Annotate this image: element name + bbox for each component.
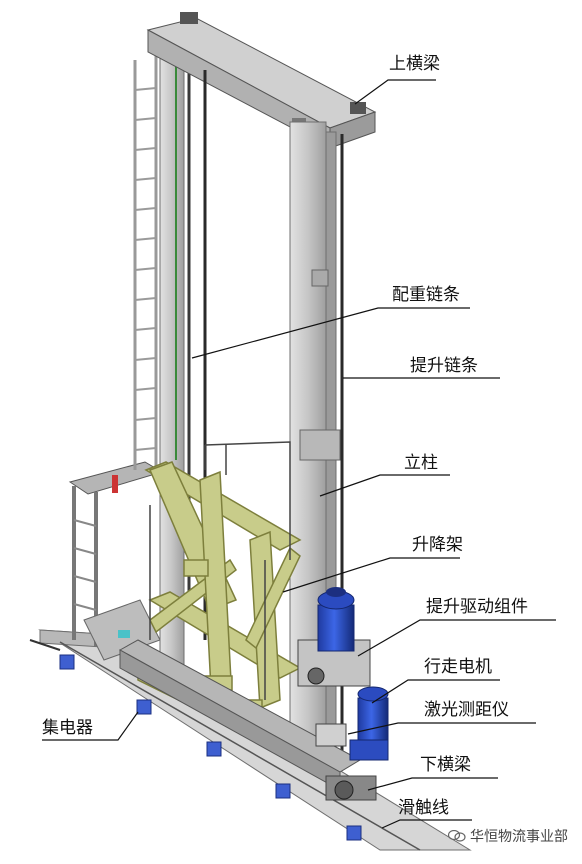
label-lift-chain: 提升链条 xyxy=(410,356,478,376)
lift-frame-cage xyxy=(149,441,291,700)
label-bottom-beam: 下横梁 xyxy=(420,755,471,775)
label-top-beam: 上横梁 xyxy=(389,54,440,74)
label-counterweight-chain: 配重链条 xyxy=(392,285,460,305)
wechat-icon xyxy=(447,829,466,842)
label-lift-frame: 升降架 xyxy=(412,535,463,555)
travel-motor xyxy=(349,686,389,761)
bottom-beam xyxy=(118,639,377,801)
watermark: 华恒物流事业部 xyxy=(447,826,568,846)
lift-drive-assembly xyxy=(297,587,371,687)
label-laser-range: 激光测距仪 xyxy=(424,700,509,720)
laser-range-finder xyxy=(315,723,347,747)
leader-lines xyxy=(42,79,556,829)
watermark-text: 华恒物流事业部 xyxy=(470,829,568,845)
label-column: 立柱 xyxy=(404,453,438,473)
label-lift-drive: 提升驱动组件 xyxy=(426,597,528,617)
maintenance-platform xyxy=(68,461,164,661)
label-trolley-line: 滑触线 xyxy=(398,798,449,818)
label-collector: 集电器 xyxy=(42,718,93,738)
label-travel-motor: 行走电机 xyxy=(424,657,492,677)
